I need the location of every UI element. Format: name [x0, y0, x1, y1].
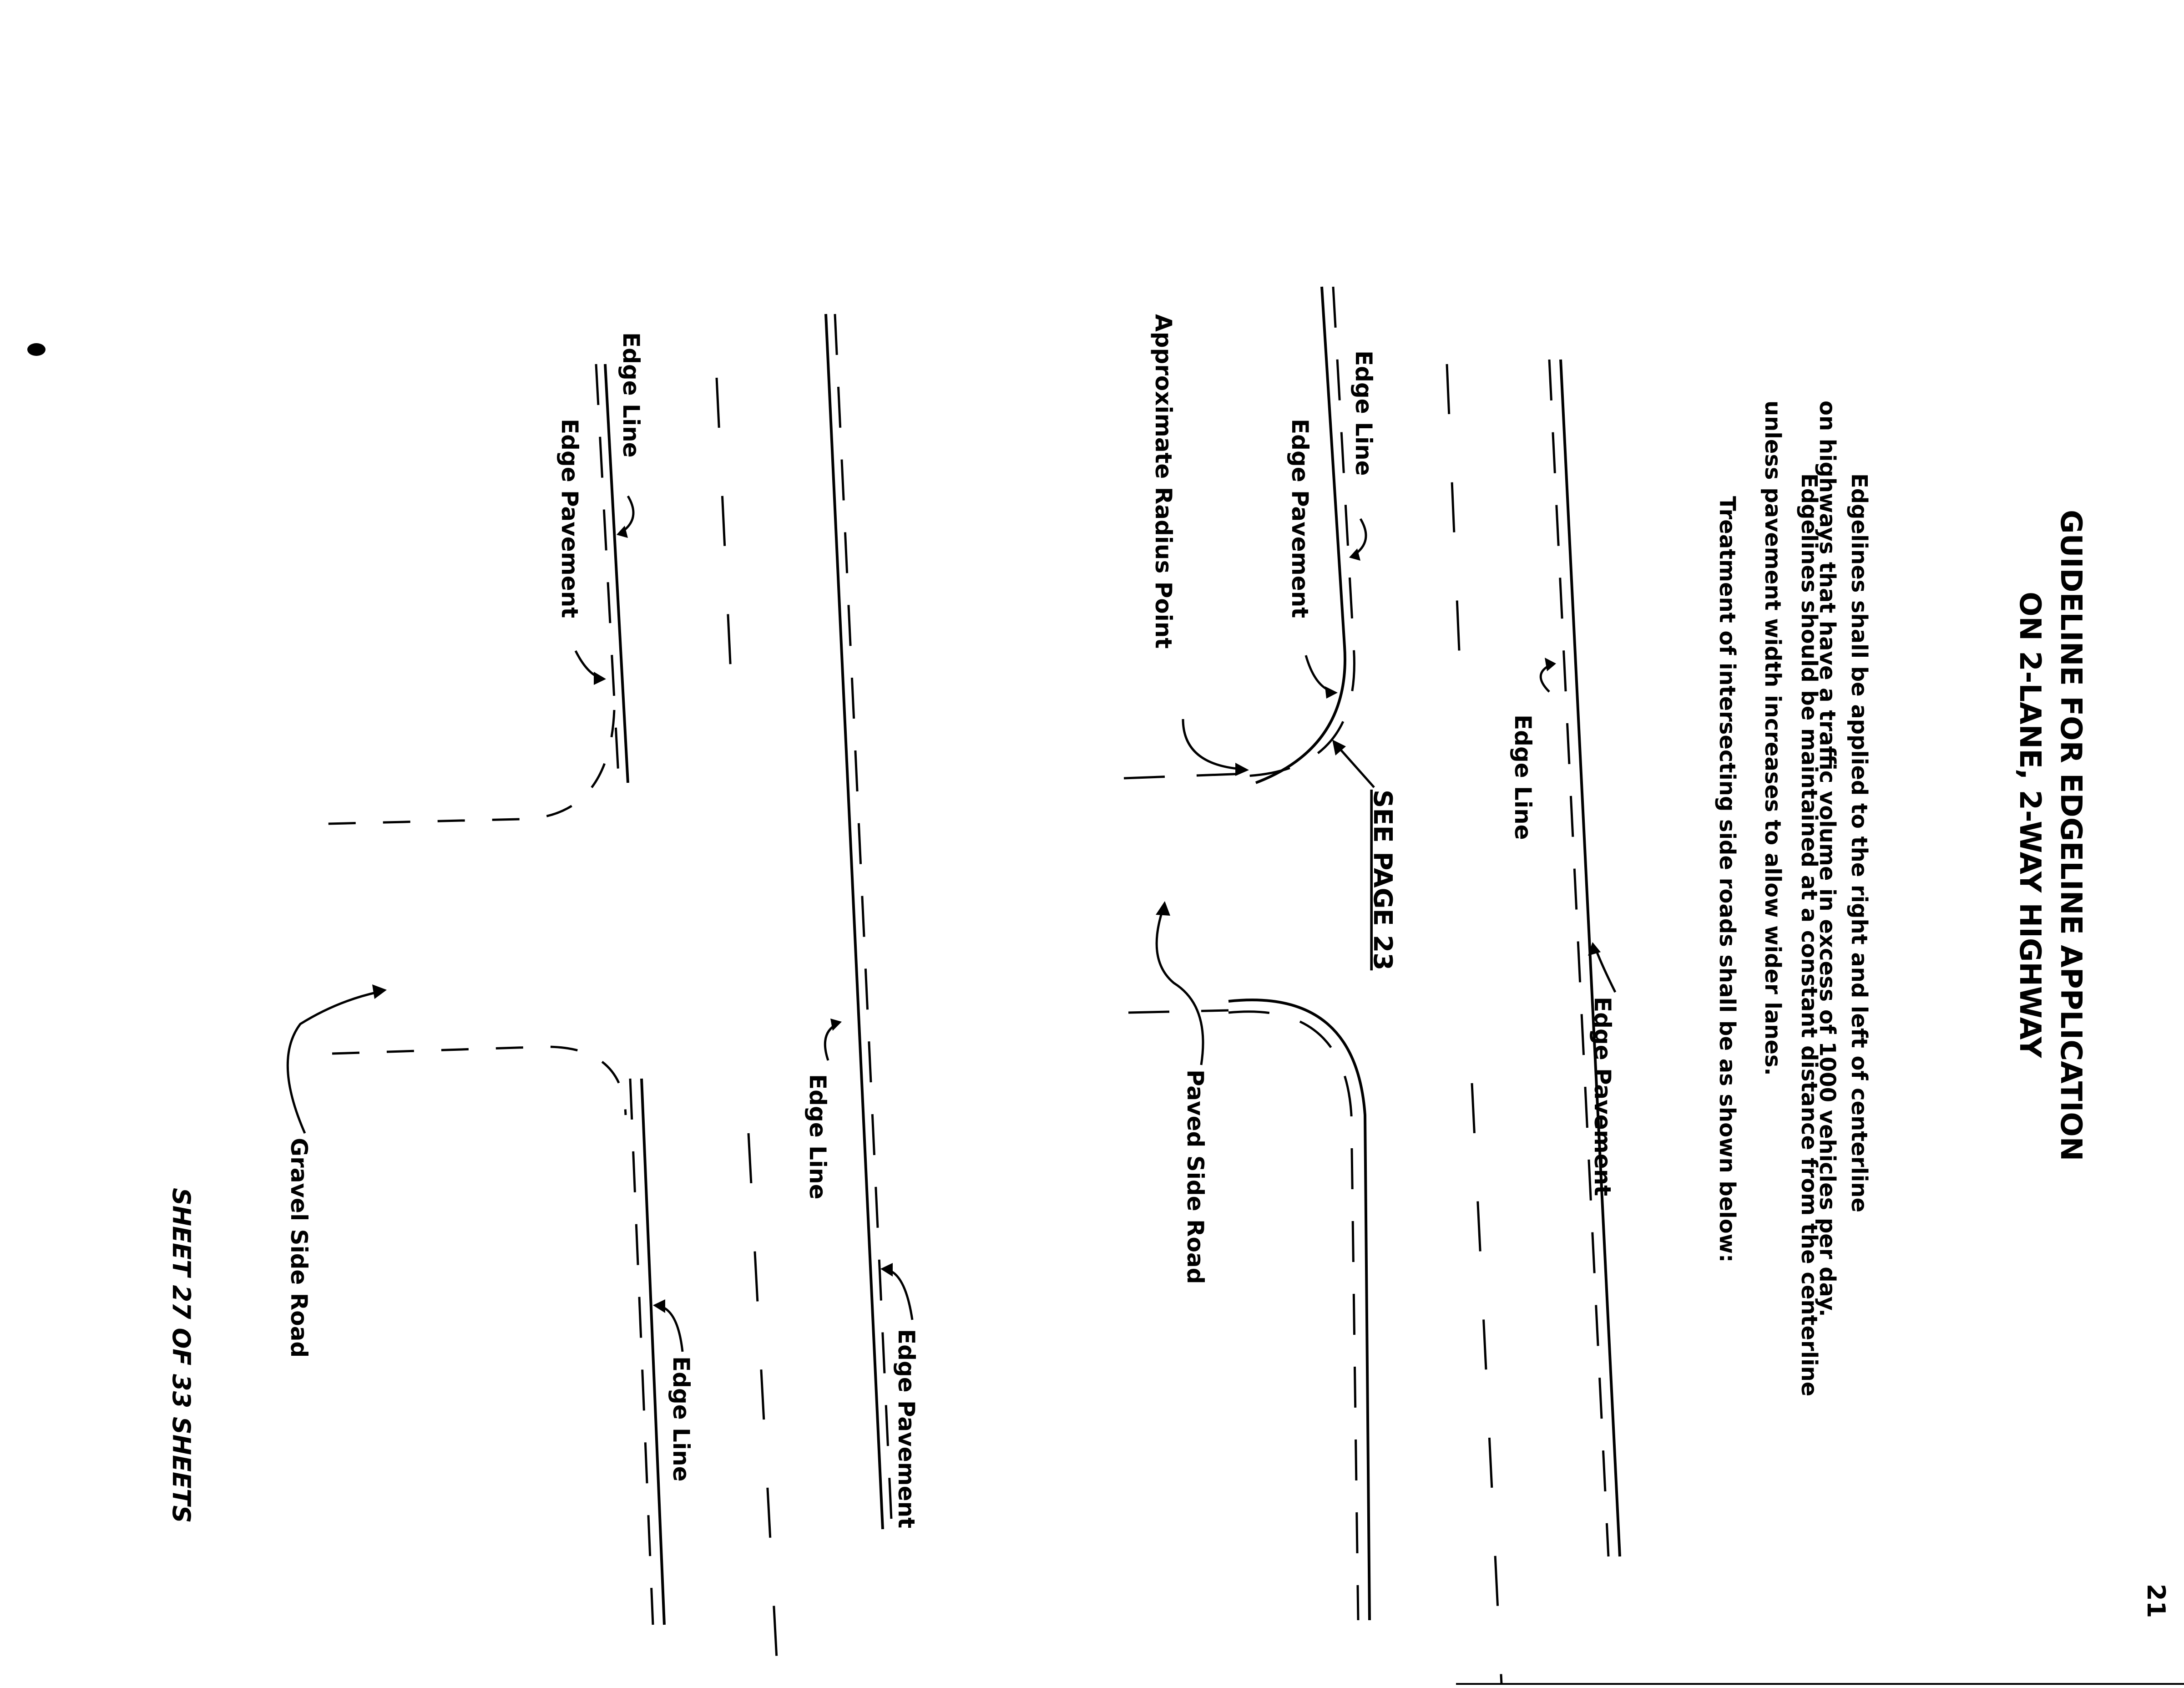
title-line-2: ON 2-LANE, 2-WAY HIGHWAY	[2013, 592, 2047, 1058]
edge-line-lower-curve	[1228, 1010, 1360, 1621]
leader-gravel-edge-line-left	[620, 495, 635, 534]
arrow-edge-pavement-upper	[1588, 942, 1601, 956]
label-edge-line-upper: Edge Line	[1510, 715, 1536, 840]
gravel-road-edge-upper	[327, 710, 616, 825]
leader-edge-pavement-left	[1304, 655, 1334, 693]
title-line-1: GUIDELINE FOR EDGELINE APPLICATION	[2054, 510, 2088, 1161]
leader-paved-side-road	[1155, 910, 1204, 1065]
arrow-gravel-edge-line-center	[830, 1019, 842, 1031]
label-paved-side-road: Paved Side Road	[1182, 1070, 1208, 1284]
leader-see-page	[1337, 745, 1375, 788]
arrow-gravel-side-road	[372, 984, 387, 999]
leader-radius-point	[1182, 719, 1243, 770]
highway-centerline-upper	[1446, 364, 1462, 683]
highway-edge-pavement-center	[824, 314, 884, 1530]
sheet-footer: SHEET 27 OF 33 SHEETS	[167, 1188, 196, 1523]
label-edge-pavement-upper: Edge Pavement	[1589, 997, 1616, 1196]
edge-pavement-lower-curve	[1228, 999, 1371, 1621]
gravel-centerline-lower	[747, 1133, 779, 1684]
scan-speck	[27, 343, 46, 356]
leader-gravel-edge-pavement-center	[887, 1268, 914, 1320]
leader-edge-pavement-upper	[1593, 946, 1617, 993]
title-block: GUIDELINE FOR EDGELINE APPLICATION ON 2-…	[2013, 510, 2088, 1161]
arrow-gravel-edge-pavement-center	[880, 1263, 893, 1277]
label-gravel-edge-line-center: Edge Line	[804, 1074, 831, 1200]
body-line-5: Treatment of intersecting side roads sha…	[1714, 496, 1740, 1262]
side-road-edge-upper	[1123, 772, 1245, 780]
gravel-road-edge-lower	[332, 1045, 627, 1115]
leader-edge-line-left	[1353, 518, 1367, 557]
label-see-page: SEE PAGE 23	[1368, 790, 1397, 970]
side-road-edge-lower	[1128, 1009, 1229, 1014]
arrow-edge-pavement-left	[1325, 686, 1338, 699]
body-line-3: Edgelines should be maintained at a cons…	[1796, 473, 1822, 1396]
edge-line-upper-curve	[1246, 286, 1355, 777]
arrow-gravel-edge-line-left	[617, 526, 628, 538]
page-number: 21	[2142, 1584, 2170, 1618]
gravel-edge-line-lower	[629, 1078, 654, 1625]
arrow-gravel-edge-pavement-left	[594, 672, 606, 685]
label-gravel-side-road: Gravel Side Road	[286, 1138, 312, 1358]
label-gravel-edge-line-left: Edge Line	[618, 332, 644, 458]
leader-gravel-edge-line-center	[824, 1023, 838, 1061]
gravel-centerline-upper	[715, 377, 734, 710]
label-edge-line-left: Edge Line	[1350, 350, 1377, 476]
body-text: Edgelines shall be applied to the right …	[1714, 400, 1872, 1396]
body-line-2: on highways that have a traffic volume i…	[1815, 400, 1840, 1317]
highway-edge-line-center	[834, 314, 893, 1530]
label-gravel-edge-pavement-left: Edge Pavement	[556, 419, 583, 618]
highway-edge-pavement-right	[1559, 359, 1621, 1557]
arrow-edge-line-left	[1349, 548, 1360, 561]
body-line-1: Edgelines shall be applied to the right …	[1846, 473, 1872, 1212]
arrow-gravel-edge-line-right	[653, 1299, 665, 1313]
gravel-edge-pavement-lower	[640, 1078, 666, 1625]
arrow-radius-point	[1235, 763, 1249, 776]
gravel-side-road-diagram: Edge Line Edge Pavement Edge Line Edge P…	[286, 314, 920, 1684]
leader-gravel-side-road	[286, 991, 378, 1134]
label-radius-point: Approximate Radius Point	[1150, 314, 1177, 649]
leader-gravel-edge-line-right	[659, 1305, 684, 1352]
highway-centerline-lower	[1471, 1083, 1503, 1684]
arrow-paved-side-road	[1156, 901, 1170, 916]
gravel-edge-pavement-upper	[604, 364, 629, 783]
label-edge-pavement-left: Edge Pavement	[1287, 419, 1313, 618]
highway-edge-line-right	[1548, 359, 1610, 1557]
body-line-4: unless pavement width increases to allow…	[1760, 400, 1785, 1076]
label-gravel-edge-pavement-center: Edge Pavement	[893, 1329, 920, 1528]
paved-side-road-diagram: Edge Line Edge Pavement Edge Line Edge P…	[1123, 286, 1621, 1684]
arrow-see-page	[1332, 740, 1346, 755]
label-gravel-edge-line-right: Edge Line	[668, 1356, 694, 1482]
arrow-edge-line-upper	[1545, 658, 1556, 671]
